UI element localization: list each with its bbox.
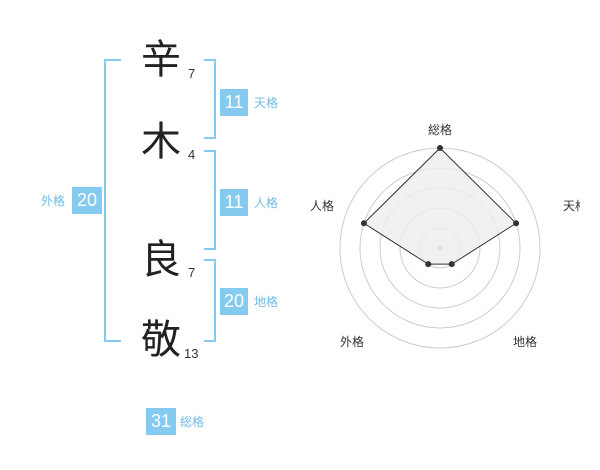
name-char-3: 良: [141, 237, 181, 283]
jinkaku-badge: 11: [220, 189, 248, 216]
tenkaku-badge: 11: [220, 89, 248, 116]
tenkaku-bracket: [204, 59, 216, 139]
jinkaku-label: 人格: [254, 196, 279, 210]
radar-axis-label-2: 天格: [563, 198, 580, 213]
soukaku-badge: 31: [146, 408, 176, 435]
soukaku-label: 総格: [180, 415, 205, 429]
stroke-count-3: 7: [188, 265, 196, 280]
radar-point-1: [437, 145, 443, 151]
gaikaku-label: 外格: [41, 194, 66, 208]
jinkaku-bracket: [204, 150, 216, 250]
chikaku-badge: 20: [220, 288, 248, 315]
gaikaku-badge: 20: [72, 187, 102, 214]
radar-point-3: [448, 261, 455, 268]
radar-axis-label-1: 総格: [428, 122, 452, 137]
gaikaku-bracket: [104, 59, 121, 342]
radar-point-5: [360, 220, 367, 227]
stroke-count-2: 4: [188, 147, 196, 162]
radar-point-4: [425, 261, 432, 268]
stroke-count-1: 7: [188, 66, 196, 81]
stroke-count-4: 13: [184, 346, 199, 361]
radar-axis-label-3: 地格: [513, 334, 537, 349]
radar-point-2: [513, 220, 520, 227]
radar-chart: 総格天格地格 外格 人格: [310, 122, 580, 349]
radar-axis-label-5: 人格: [310, 198, 334, 213]
radar-axis-label-4: 外格: [340, 334, 364, 349]
name-char-4: 敬: [141, 317, 181, 363]
radar-polygon: [363, 147, 517, 265]
chikaku-label: 地格: [254, 295, 279, 309]
name-char-2: 木: [141, 119, 181, 165]
tenkaku-label: 天格: [254, 96, 279, 110]
chikaku-bracket: [204, 259, 216, 342]
name-char-1: 辛: [141, 37, 181, 83]
